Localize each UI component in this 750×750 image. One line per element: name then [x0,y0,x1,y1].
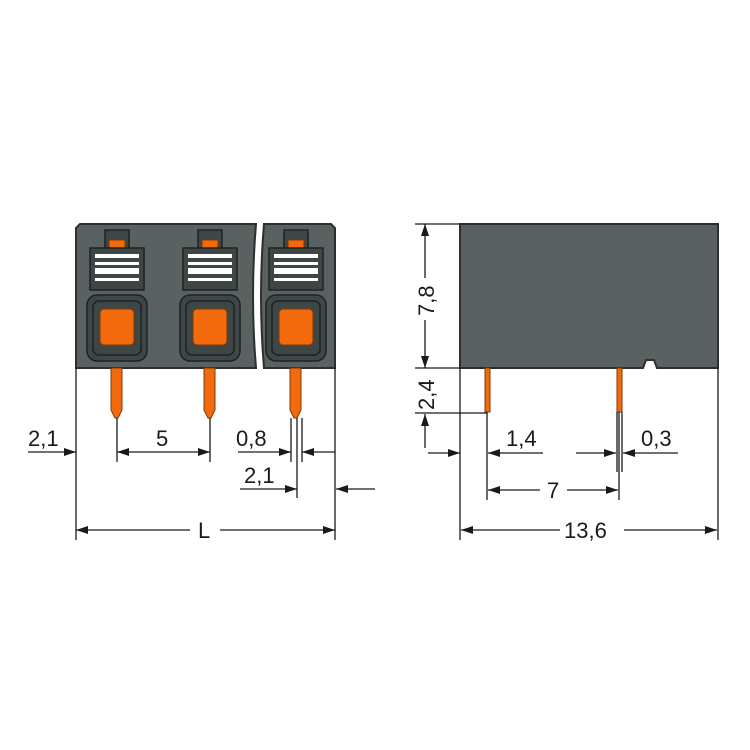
dim-pin-width: 0,8 [236,426,267,451]
push-button[interactable] [278,308,314,346]
clamp-unit-3 [265,229,327,362]
pin-2 [203,367,216,419]
push-button[interactable] [192,308,228,346]
dim-pin-thickness: 0,3 [641,426,672,451]
dim-pin-spacing: 7 [547,478,559,503]
dim-pin-offset: 1,4 [506,426,537,451]
push-button[interactable] [99,308,135,346]
dimension-lines-side [421,224,717,534]
side-view: 7,8 2,4 1,4 0,3 7 13,6 [414,223,719,543]
extension-lines-side [415,223,719,540]
dim-depth: 13,6 [564,518,607,543]
dim-length: L [198,518,210,543]
dim-pitch: 5 [156,426,168,451]
clamp-unit-1 [86,229,148,362]
dim-height: 7,8 [414,285,439,316]
dim-offset-right: 2,1 [244,463,275,488]
pin-side-1 [484,367,491,413]
pin-3 [289,367,302,419]
clamp-unit-2 [179,229,241,362]
pin-1 [110,367,123,419]
front-view: 2,1 5 0,8 2,1 L [28,223,375,543]
dim-offset-left: 2,1 [28,426,59,451]
pins-front [110,367,302,419]
housing-side [459,223,719,369]
dimension-lines-front [28,448,375,534]
dim-pin-length: 2,4 [414,379,439,410]
pin-side-2 [616,367,623,413]
